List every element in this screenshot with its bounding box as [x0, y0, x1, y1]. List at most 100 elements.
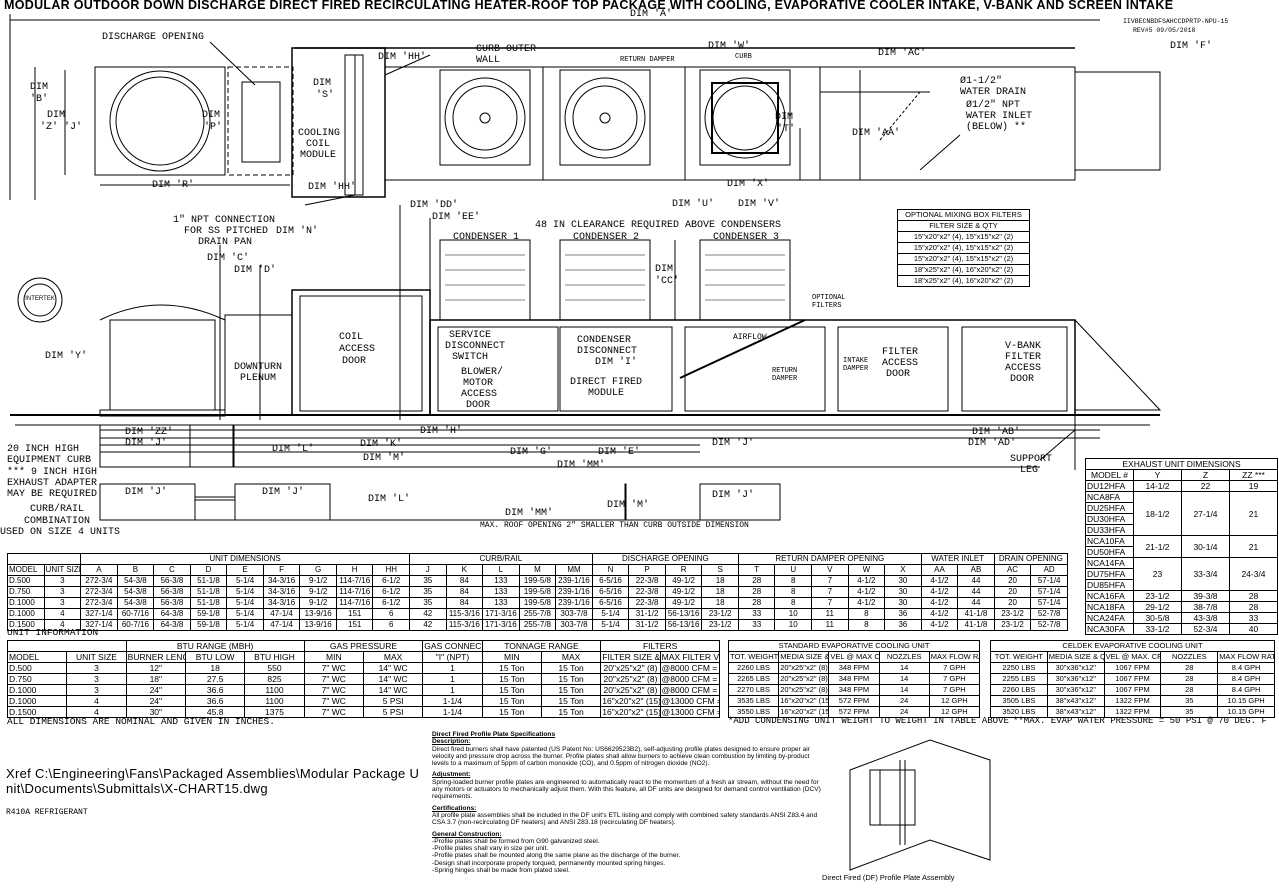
y-cell: 14-1/2: [1133, 480, 1182, 492]
coil-access-door-label: ACCESS: [339, 344, 376, 355]
column-header: MODEL: [7, 564, 45, 576]
curb-rail-combo-label: CURB/RAIL: [30, 504, 85, 515]
table-cell: 36.6: [184, 695, 246, 707]
column-header: MAX FLOW RATE: [1217, 651, 1275, 663]
filter-access-door-label: DOOR: [886, 369, 911, 380]
table-cell: D.1000: [7, 608, 45, 620]
table-cell: 6-1/2: [372, 575, 411, 587]
table-row: 15"x20"x2" (4), 15"x15"x2" (2): [897, 231, 1030, 243]
table-row: 18"x25"x2" (4), 16"x20"x2" (2): [897, 264, 1030, 276]
table-cell: 23-1/2: [993, 619, 1032, 631]
table-cell: 49-1/2: [664, 597, 703, 609]
table-cell: 3550 LBS: [727, 706, 780, 718]
table-cell: 4: [66, 695, 127, 707]
optional-filters-label: OPTIONAL: [812, 294, 846, 302]
optional-filters-label: FILTERS: [812, 302, 842, 310]
table-cell: 5-1/4: [226, 586, 264, 598]
support-leg-label: LEG: [1020, 465, 1039, 476]
column-header: G: [299, 564, 337, 576]
dim-hh: DIM 'HH': [308, 182, 357, 193]
table-cell: 52-7/8: [1030, 619, 1068, 631]
dim-s: 'S': [316, 90, 335, 101]
table-cell: 114-7/16: [335, 597, 374, 609]
table-cell: 348 FPM: [828, 673, 880, 685]
unit-information-caption: UNIT INFORMATION: [7, 627, 99, 638]
table-cell: 15 Ton: [540, 662, 602, 674]
column-header: MAX: [540, 651, 602, 663]
table-cell: 199-5/8: [518, 597, 557, 609]
table-title: OPTIONAL MIXING BOX FILTERS: [897, 209, 1030, 221]
table-cell: 56-13/16: [664, 619, 703, 631]
condenser-1-label: CONDENSER 1: [453, 232, 520, 243]
table-cell: D.1000: [6, 684, 68, 696]
table-cell: 8: [847, 619, 886, 631]
npt-connection-label: 1" NPT CONNECTION: [173, 215, 276, 226]
dim-dd: DIM 'DD': [410, 200, 459, 211]
table-cell: 28: [737, 575, 776, 587]
table-cell: 5-1/4: [226, 608, 264, 620]
zz-cell: 33: [1229, 612, 1278, 624]
z-cell: 30-1/4: [1181, 535, 1230, 558]
table-cell: 7" WC: [303, 684, 364, 696]
filter-access-door-label: FILTER: [882, 347, 919, 358]
spec-adjustment-heading: Adjustment:: [432, 771, 471, 779]
table-cell: 14: [878, 673, 930, 685]
table-cell: 51-1/8: [189, 586, 228, 598]
v-bank-filter-door-label: FILTER: [1005, 352, 1042, 363]
spec-certifications: All profile plate assemblies shall be in…: [432, 811, 818, 827]
spec-description-heading: Description:: [432, 738, 471, 746]
table-cell: 1322 FPM: [1103, 695, 1162, 707]
table-cell: 4-1/2: [847, 575, 886, 587]
table-cell: 133: [482, 597, 520, 609]
profile-plate-figure: [849, 739, 991, 871]
table-cell: 348 FPM: [828, 684, 880, 696]
table-cell: 23-1/2: [993, 608, 1032, 620]
column-header: TOT. WEIGHT: [727, 651, 780, 663]
table-cell: D.1500: [7, 619, 45, 631]
table-cell: D.1000: [6, 695, 68, 707]
intake-damper-label: INTAKE: [843, 357, 869, 365]
table-cell: 34-3/16: [262, 575, 301, 587]
table-cell: 10: [774, 619, 813, 631]
column-header: MAX FILTER VELOCITY: [659, 651, 721, 663]
spec-general-heading: General Construction:: [432, 830, 502, 838]
table-cell: 1067 FPM: [1103, 684, 1162, 696]
table-cell: D.500: [7, 575, 45, 587]
dim-g: DIM 'G': [510, 447, 553, 458]
table-cell: 348 FPM: [828, 662, 880, 674]
spec-title: Direct Fired Profile Plate Specification…: [432, 731, 556, 738]
table-cell: 8: [774, 586, 813, 598]
dim-j: DIM 'J': [125, 438, 168, 449]
table-cell: 20"x25"x2" (8): [600, 673, 661, 685]
service-disconnect-label: SERVICE: [449, 330, 492, 341]
table-cell: 27.5: [184, 673, 246, 685]
table-cell: 22-3/8: [628, 586, 666, 598]
dim-j: DIM 'J': [125, 487, 168, 498]
table-cell: 30: [884, 597, 922, 609]
group-header: FILTERS: [600, 640, 720, 652]
table-cell: 30: [884, 575, 922, 587]
table-cell: 4: [43, 608, 82, 620]
discharge-opening-label: DISCHARGE OPENING: [102, 32, 205, 43]
table-cell: D.500: [6, 662, 68, 674]
table-cell: D.1000: [7, 597, 45, 609]
column-header: N: [591, 564, 630, 576]
direct-fired-module-label: DIRECT FIRED: [570, 377, 643, 388]
dim-j: DIM 'J': [712, 438, 755, 449]
table-cell: 49-1/2: [664, 586, 703, 598]
column-header: UNIT SIZE: [43, 564, 82, 576]
profile-plate-caption: Direct Fired (DF) Profile Plate Assembly: [822, 873, 955, 882]
z-cell: 33-3/4: [1181, 557, 1230, 591]
header-row: FILTER SIZE & QTY: [897, 220, 1030, 232]
clearance-note: 48 IN CLEARANCE REQUIRED ABOVE CONDENSER…: [535, 220, 782, 231]
table-cell: 33: [737, 608, 776, 620]
